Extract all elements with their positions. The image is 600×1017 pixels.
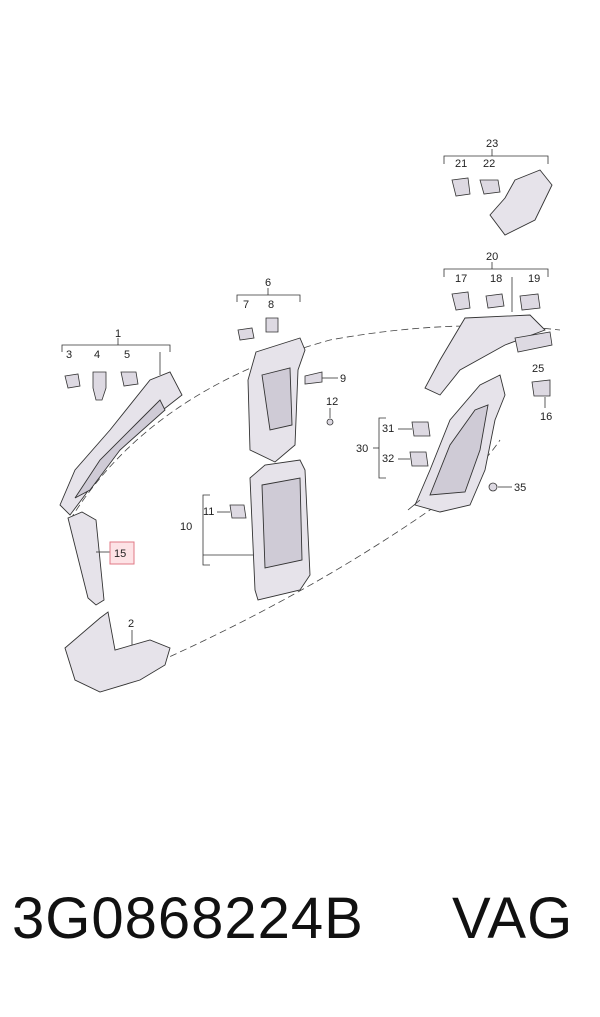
callout-18: 18 xyxy=(490,273,502,285)
callout-17: 17 xyxy=(455,273,467,285)
brand-label: VAG xyxy=(452,886,574,951)
callout-15: 15 xyxy=(114,548,126,560)
callout-9: 9 xyxy=(340,373,346,385)
body-contour-dashed-lower xyxy=(139,439,501,671)
clip-18[interactable] xyxy=(485,293,505,309)
clip-4[interactable] xyxy=(92,371,107,401)
clip-7[interactable] xyxy=(237,327,255,341)
callout-21: 21 xyxy=(455,158,467,170)
callout-22: 22 xyxy=(483,158,495,170)
clip-9[interactable] xyxy=(304,371,323,385)
clip-16[interactable] xyxy=(531,379,551,397)
group-10-b-pillar-lower: 10 11 xyxy=(180,459,311,601)
clip-17[interactable] xyxy=(451,291,471,311)
clip-3[interactable] xyxy=(64,373,81,389)
callout-5: 5 xyxy=(124,349,130,361)
callout-12: 12 xyxy=(326,396,338,408)
callout-4: 4 xyxy=(94,349,100,361)
c-pillar-upper-trim[interactable] xyxy=(489,169,553,236)
callout-31: 31 xyxy=(382,423,394,435)
group-30-rear-side-trim: 30 31 32 35 xyxy=(356,374,526,513)
clip-31[interactable] xyxy=(411,421,431,437)
clip-19[interactable] xyxy=(519,293,541,311)
screw-12[interactable] xyxy=(326,418,334,426)
group-20-rear-quarter: 20 17 18 19 25 16 xyxy=(424,251,553,423)
callout-20: 20 xyxy=(486,251,498,263)
clip-22[interactable] xyxy=(479,179,501,195)
part-number: 3G0868224B xyxy=(12,886,364,951)
group-6-b-pillar-upper: 6 7 8 9 12 xyxy=(236,277,346,463)
group-2-kick-panel: 2 xyxy=(64,611,171,693)
callout-1: 1 xyxy=(115,328,121,340)
callout-15-box[interactable] xyxy=(109,541,135,565)
callout-2: 2 xyxy=(128,618,134,630)
parts-diagram: 1 3 4 5 15 2 6 7 8 9 12 xyxy=(59,138,561,693)
group-15-seal-strip: 15 xyxy=(67,511,135,606)
callout-32: 32 xyxy=(382,453,394,465)
callout-7: 7 xyxy=(243,299,249,311)
callout-16: 16 xyxy=(540,411,552,423)
callout-10: 10 xyxy=(180,521,192,533)
clip-32[interactable] xyxy=(409,451,429,467)
callout-35: 35 xyxy=(514,482,526,494)
callout-3: 3 xyxy=(66,349,72,361)
footer: 3G0868224B VAG xyxy=(0,885,600,995)
callout-23: 23 xyxy=(486,138,498,150)
group-1-a-pillar: 1 3 4 5 xyxy=(59,328,183,516)
clip-11[interactable] xyxy=(229,504,247,519)
clip-5[interactable] xyxy=(120,371,139,387)
callout-11: 11 xyxy=(203,506,214,518)
callout-6: 6 xyxy=(265,277,271,289)
clip-35[interactable] xyxy=(488,482,498,492)
clip-8[interactable] xyxy=(265,317,279,333)
group-23-c-pillar-upper: 23 21 22 xyxy=(443,138,553,236)
strip-25[interactable] xyxy=(514,331,553,353)
clip-21[interactable] xyxy=(451,177,471,197)
callout-8: 8 xyxy=(268,299,274,311)
callout-30: 30 xyxy=(356,443,368,455)
callout-19: 19 xyxy=(528,273,540,285)
callout-25: 25 xyxy=(532,363,544,375)
seal-strip-15[interactable] xyxy=(67,511,105,606)
kick-panel[interactable] xyxy=(64,611,171,693)
c-pillar-trim[interactable] xyxy=(424,314,546,396)
